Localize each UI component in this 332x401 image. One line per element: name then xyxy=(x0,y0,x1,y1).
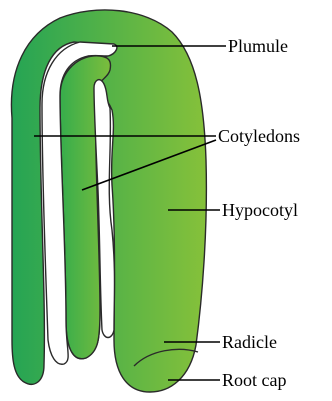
root-cap-label: Root cap xyxy=(222,370,287,390)
hypocotyl-label: Hypocotyl xyxy=(222,200,298,220)
plumule-label: Plumule xyxy=(228,36,288,56)
radicle-label: Radicle xyxy=(222,332,277,352)
cotyledons-label: Cotyledons xyxy=(218,126,300,146)
